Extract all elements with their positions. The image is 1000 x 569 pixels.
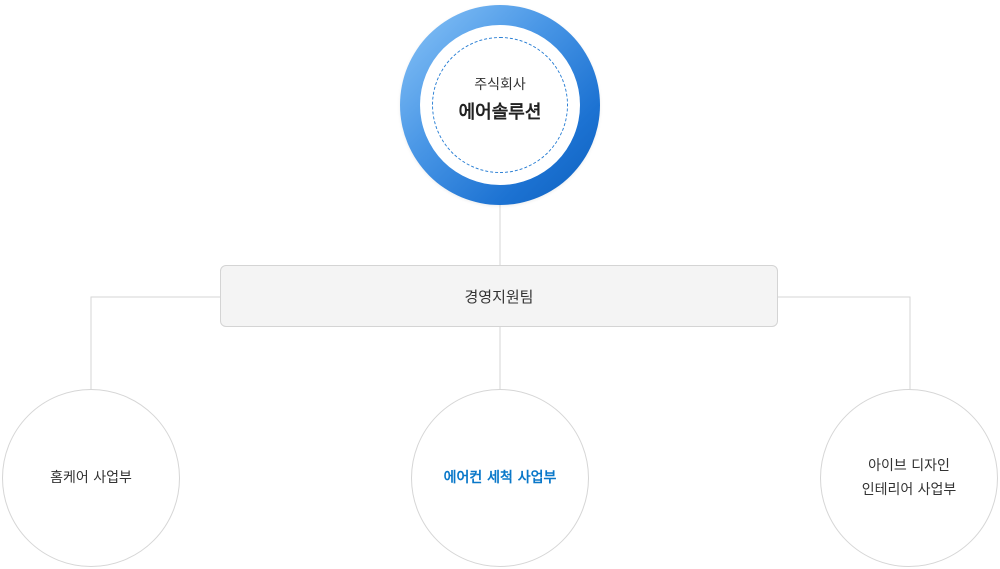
- division-label-line-2: 인테리어 사업부: [861, 482, 957, 498]
- division-node-homecare: 홈케어 사업부: [2, 389, 180, 567]
- connector-team-to-right: [778, 296, 911, 389]
- management-support-team-label: 경영지원팀: [464, 287, 534, 306]
- company-node: 주식회사 에어솔루션: [400, 5, 600, 205]
- company-node-inner: 주식회사 에어솔루션: [420, 25, 580, 185]
- division-label: 홈케어 사업부: [50, 470, 132, 486]
- division-node-interior-design: 아이브 디자인 인테리어 사업부: [820, 389, 998, 567]
- division-label-line-1: 아이브 디자인: [868, 458, 950, 474]
- division-label: 에어컨 세척 사업부: [443, 470, 557, 486]
- company-type-label: 주식회사: [474, 77, 526, 93]
- management-support-team-node: 경영지원팀: [220, 265, 778, 327]
- connector-team-to-left: [90, 296, 220, 389]
- division-node-aircon-cleaning: 에어컨 세척 사업부: [411, 389, 589, 567]
- company-name-label: 에어솔루션: [458, 102, 542, 123]
- company-node-dashed-ring: [432, 37, 568, 173]
